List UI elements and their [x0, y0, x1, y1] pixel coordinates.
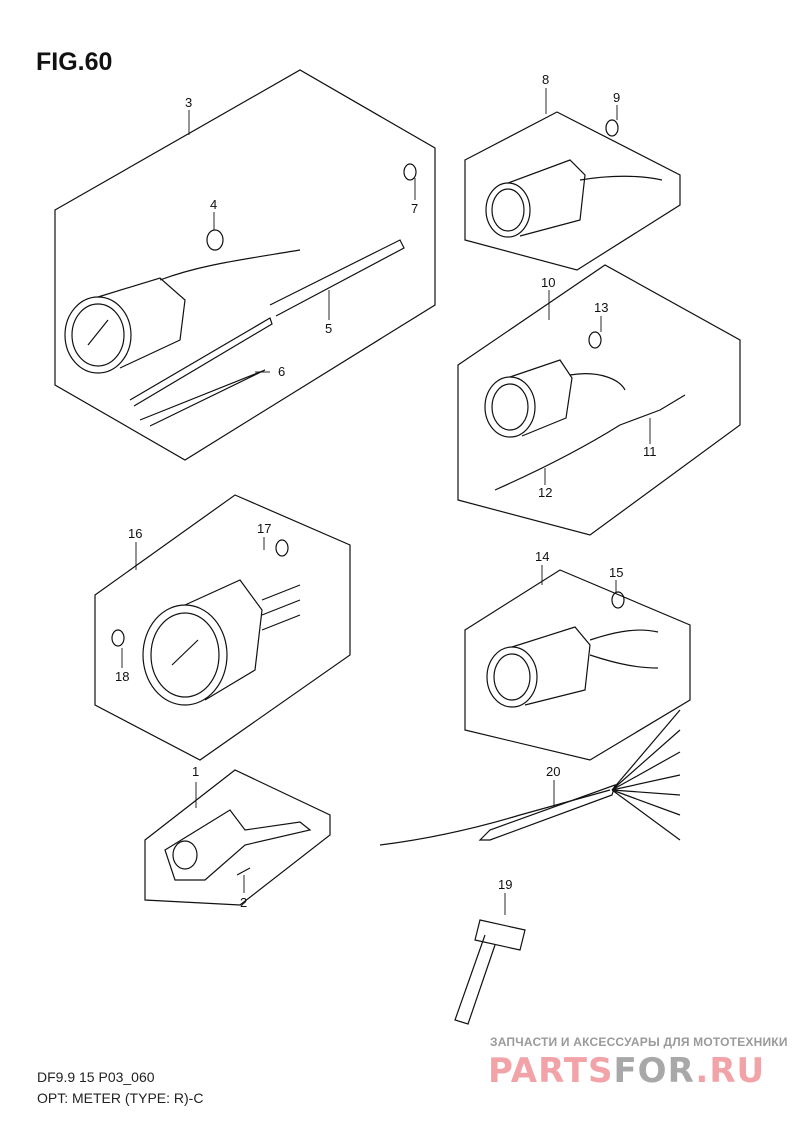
callout-15: 15 — [609, 565, 623, 580]
group-box-14 — [464, 569, 691, 761]
watermark-part2: FOR — [613, 1051, 696, 1091]
callout-4: 4 — [210, 197, 217, 212]
caption-description: OPT: METER (TYPE: R)-C — [37, 1090, 204, 1106]
callout-18: 18 — [115, 669, 129, 684]
leader-lines — [121, 88, 651, 915]
parts-misc — [111, 119, 681, 1025]
group-box-16 — [94, 494, 351, 761]
callout-20: 20 — [546, 764, 560, 779]
meter-part-10 — [484, 359, 686, 491]
meter-part-16 — [142, 579, 301, 706]
group-box-8 — [464, 111, 681, 271]
watermark-tagline: ЗАПЧАСТИ И АКСЕССУАРЫ ДЛЯ МОТОТЕХНИКИ — [490, 1035, 788, 1049]
watermark-part1: PARTS — [488, 1051, 614, 1091]
callout-11: 11 — [643, 444, 657, 459]
callout-16: 16 — [128, 526, 142, 541]
group-box-1 — [144, 769, 331, 906]
callout-1: 1 — [192, 764, 199, 779]
callout-8: 8 — [542, 72, 549, 87]
watermark-logo: PARTSFOR.RU — [488, 1051, 765, 1091]
callout-5: 5 — [325, 321, 332, 336]
caption-model: DF9.9 15 P03_060 — [37, 1069, 155, 1085]
group-box-10 — [457, 264, 741, 536]
callout-2: 2 — [240, 895, 247, 910]
callout-3: 3 — [185, 95, 192, 110]
callout-12: 12 — [538, 485, 552, 500]
callout-9: 9 — [613, 90, 620, 105]
callout-6: 6 — [278, 364, 285, 379]
callout-17: 17 — [257, 521, 271, 536]
figure-title: FIG.60 — [36, 48, 113, 76]
watermark-part3: .RU — [695, 1051, 766, 1091]
meter-part-3 — [64, 249, 301, 374]
callout-19: 19 — [498, 877, 512, 892]
callout-10: 10 — [541, 275, 555, 290]
meter-part-8 — [485, 159, 663, 238]
callout-7: 7 — [411, 201, 418, 216]
callout-13: 13 — [594, 300, 608, 315]
meter-part-14 — [486, 626, 659, 708]
group-box-3 — [54, 69, 436, 461]
callout-14: 14 — [535, 549, 549, 564]
